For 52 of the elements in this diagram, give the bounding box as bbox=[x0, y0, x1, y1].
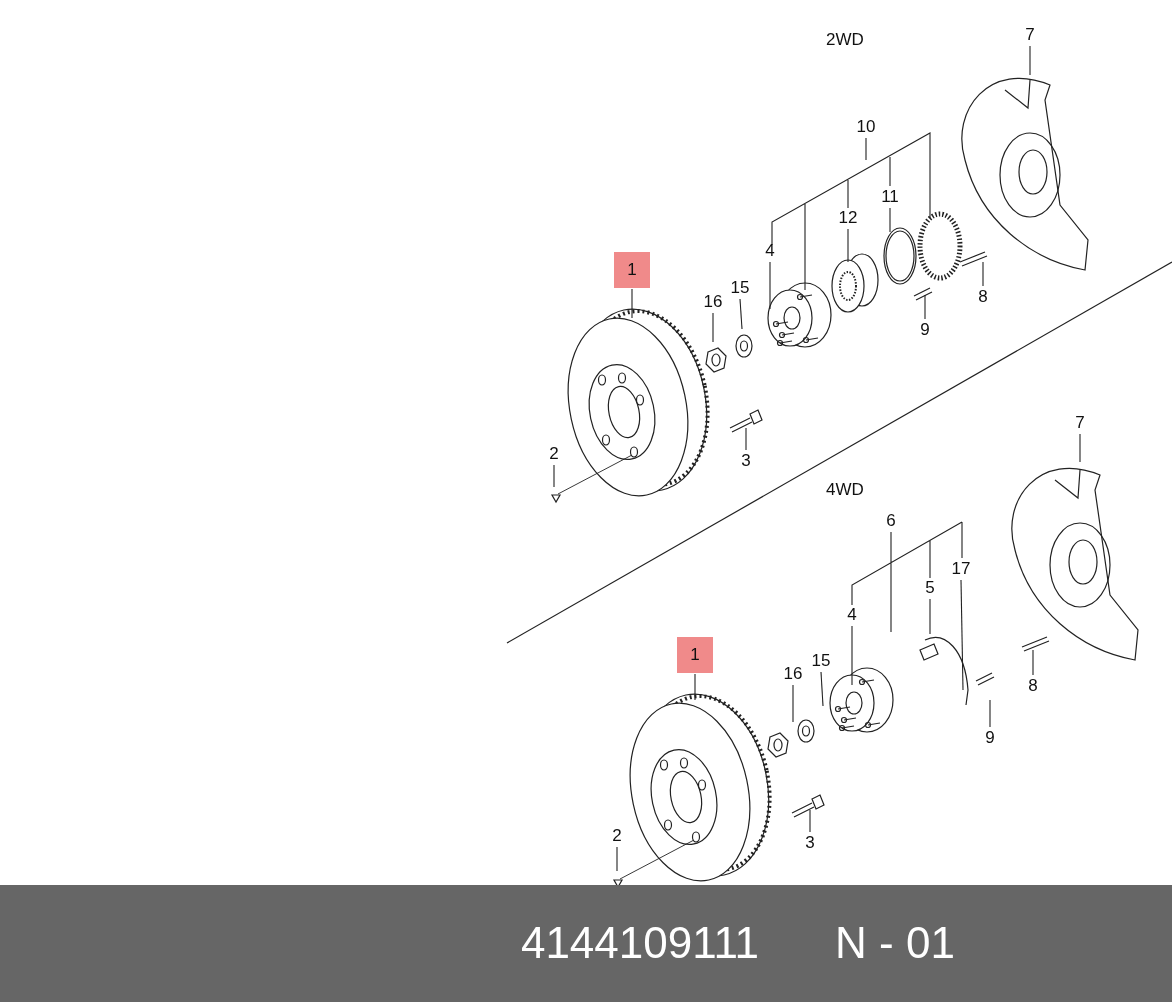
leader-line bbox=[553, 464, 555, 488]
leader-line bbox=[851, 521, 963, 633]
callout-number: 17 bbox=[951, 559, 971, 579]
callout-number: 1 bbox=[614, 252, 650, 288]
callout-number: 16 bbox=[783, 664, 803, 684]
section-label: 2WD bbox=[826, 30, 864, 50]
leader-line bbox=[694, 673, 696, 701]
callout-number: 6 bbox=[886, 511, 896, 531]
callout-number: 9 bbox=[985, 728, 995, 748]
callout-number: 15 bbox=[730, 278, 750, 298]
callout-number: 2 bbox=[612, 826, 622, 846]
leader-line bbox=[769, 261, 771, 310]
callout-number: 12 bbox=[838, 208, 858, 228]
leader-line bbox=[820, 671, 824, 707]
leader-line bbox=[1079, 433, 1081, 463]
leader-line bbox=[809, 809, 811, 833]
section-label: 4WD bbox=[826, 480, 864, 500]
leader-line bbox=[889, 207, 891, 233]
callout-number: 10 bbox=[856, 117, 876, 137]
leader-line bbox=[712, 312, 714, 343]
leader-line bbox=[989, 699, 991, 728]
leader-line bbox=[847, 228, 849, 263]
leader-line bbox=[924, 294, 926, 320]
leader-line bbox=[739, 298, 743, 330]
callout-number: 3 bbox=[805, 833, 815, 853]
leader-line bbox=[616, 846, 618, 872]
callout-number: 9 bbox=[920, 320, 930, 340]
leader-line bbox=[929, 598, 931, 635]
leader-line bbox=[631, 288, 633, 319]
callout-number: 15 bbox=[811, 651, 831, 671]
callout-number: 2 bbox=[549, 444, 559, 464]
callout-number: 8 bbox=[1028, 676, 1038, 696]
callout-number: 16 bbox=[703, 292, 723, 312]
callout-number: 4 bbox=[847, 605, 857, 625]
part-number-text: 4144109111 bbox=[520, 918, 760, 968]
leader-line bbox=[792, 684, 794, 723]
callout-number: 7 bbox=[1025, 25, 1035, 45]
leader-line bbox=[1029, 45, 1031, 76]
leader-line bbox=[851, 625, 853, 686]
callout-number: 7 bbox=[1075, 413, 1085, 433]
leader-line bbox=[960, 579, 964, 691]
callout-number: 8 bbox=[978, 287, 988, 307]
callout-number: 4 bbox=[765, 241, 775, 261]
callout-number: 11 bbox=[881, 187, 899, 207]
page-code-text: N - 01 bbox=[835, 918, 955, 968]
leader-line bbox=[982, 261, 984, 287]
callout-number: 3 bbox=[741, 451, 751, 471]
leader-line bbox=[771, 132, 931, 291]
leader-line bbox=[1032, 649, 1034, 676]
callout-number: 5 bbox=[925, 578, 935, 598]
callout-number: 1 bbox=[677, 637, 713, 673]
leader-line bbox=[745, 427, 747, 451]
